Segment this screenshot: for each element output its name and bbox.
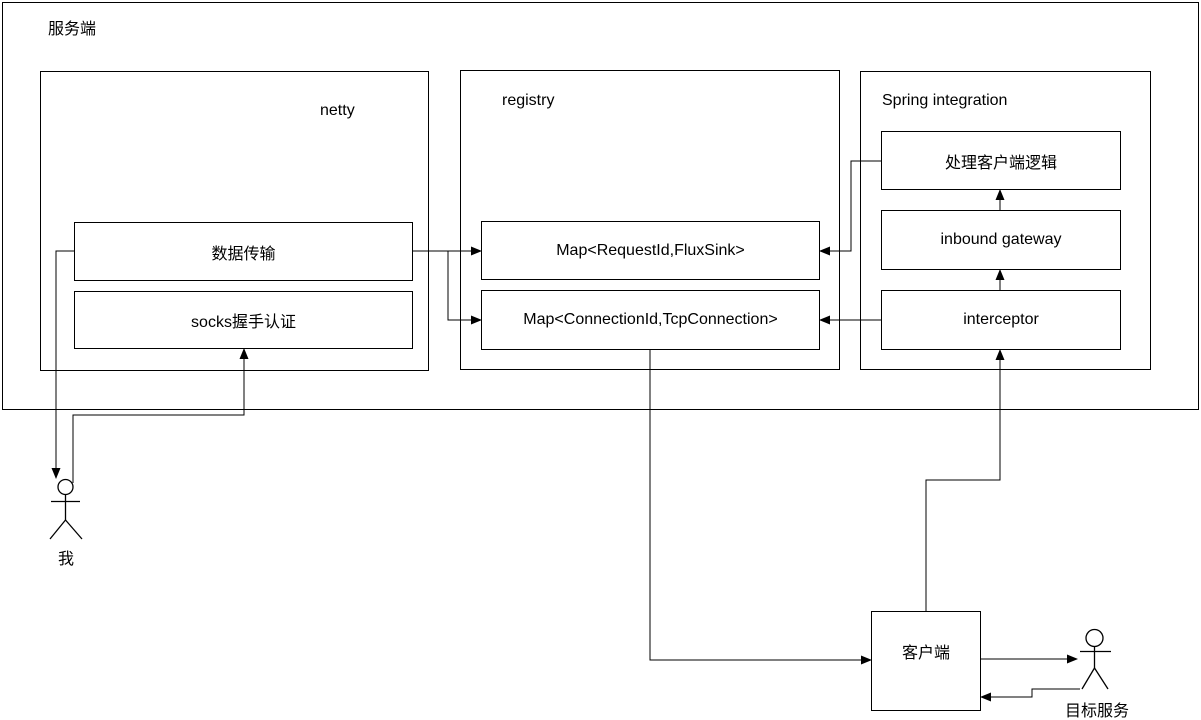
actor-me-label: 我 [57,551,74,568]
node-data-transfer-label: 数据传输 [211,245,276,263]
node-client-label: 客户端 [901,645,950,662]
node-inbound-gateway-label: inbound gateway [940,231,1062,248]
edge-target-service-to-client [980,688,1080,702]
actor-target-service-label: 目标服务 [1064,703,1129,720]
node-handle-client-logic[interactable]: 处理客户端逻辑 [881,131,1121,190]
node-handle-client-logic-label: 处理客户端逻辑 [944,154,1057,172]
node-socks-handshake-label: socks握手认证 [191,314,296,331]
group-registry-label: registry [502,92,555,109]
node-map-request-label: Map<RequestId,FluxSink> [556,241,745,259]
group-spring-integration-label: Spring integration [882,92,1008,109]
node-socks-handshake[interactable]: socks握手认证 [74,291,413,349]
node-inbound-gateway[interactable]: inbound gateway [881,210,1121,270]
node-interceptor-label: interceptor [963,311,1039,328]
node-map-connection-label: Map<ConnectionId,TcpConnection> [523,311,778,328]
node-interceptor[interactable]: interceptor [881,290,1121,350]
actor-target-service-icon[interactable] [1080,628,1111,690]
actor-me-icon[interactable] [49,478,83,540]
node-client[interactable]: 客户端 [871,611,981,711]
node-map-connection[interactable]: Map<ConnectionId,TcpConnection> [481,290,820,350]
group-server-label: 服务端 [48,21,97,38]
node-map-request[interactable]: Map<RequestId,FluxSink> [481,221,820,280]
node-data-transfer[interactable]: 数据传输 [74,222,413,281]
group-netty-label: netty [320,102,355,119]
